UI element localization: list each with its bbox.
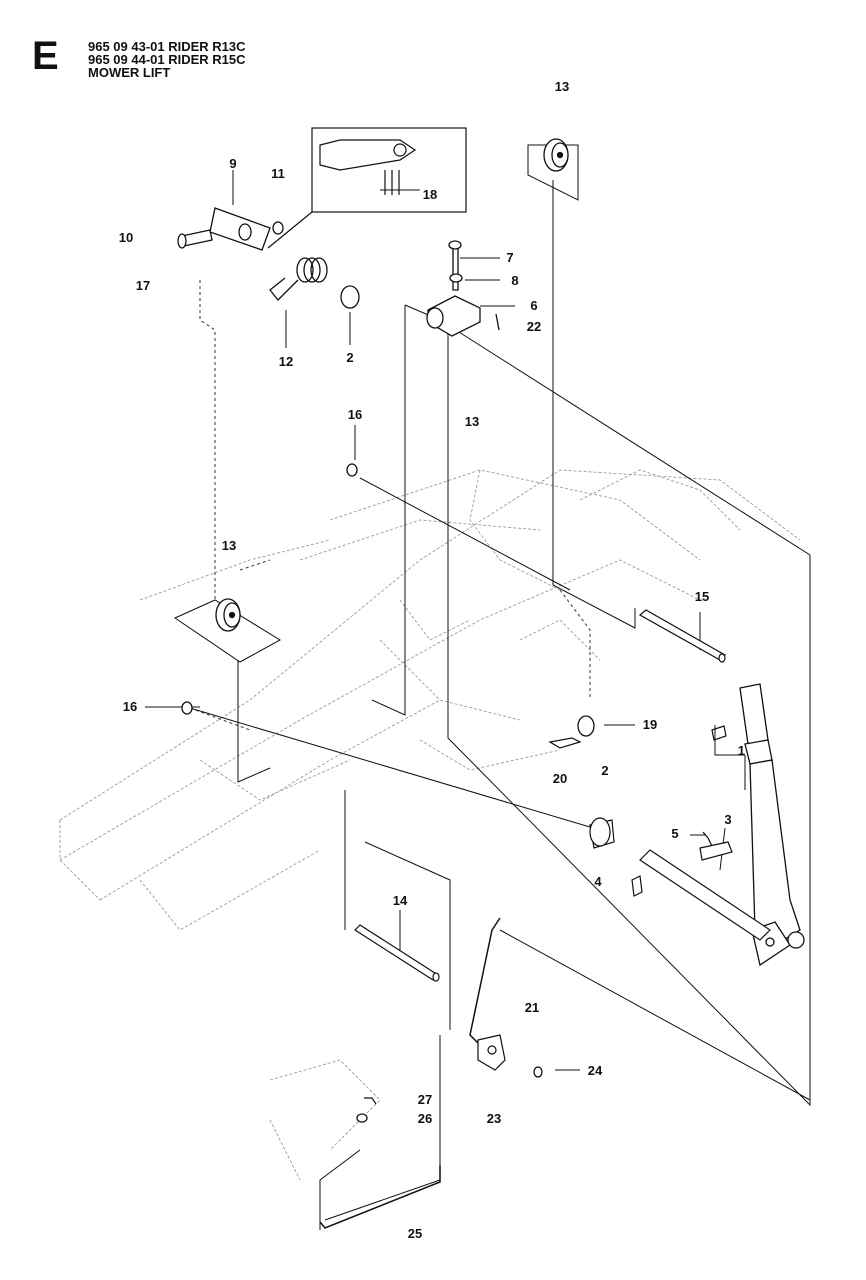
callout-15: 15: [695, 589, 709, 604]
lift-lever-handle: [739, 683, 805, 967]
callout-13: 13: [555, 79, 569, 94]
callout-labels: 1 2 2 3 4 5 6 7 8 9 10 11 12 13 13 13 14…: [119, 79, 745, 1241]
bushings: [181, 285, 595, 1123]
callout-1: 1: [738, 743, 745, 758]
callout-19: 19: [643, 717, 657, 732]
callout-16: 16: [348, 407, 362, 422]
callout-27: 27: [418, 1092, 432, 1107]
callout-13: 13: [222, 538, 236, 553]
callout-2: 2: [346, 350, 353, 365]
callout-24: 24: [588, 1063, 603, 1078]
callout-6: 6: [530, 298, 537, 313]
section-letter: E: [32, 34, 59, 78]
rod-25: [319, 1165, 441, 1229]
callout-11: 11: [271, 166, 285, 181]
callout-26: 26: [418, 1111, 432, 1126]
callout-3: 3: [724, 812, 731, 827]
ghost-chassis-outline: [59, 469, 801, 1181]
model-line-r15c: 965 09 44-01 RIDER R15C: [88, 52, 246, 67]
callout-4: 4: [594, 874, 602, 889]
callout-13: 13: [465, 414, 479, 429]
callout-9: 9: [229, 156, 236, 171]
model-line-r13c: 965 09 43-01 RIDER R13C: [88, 39, 246, 54]
lift-shaft: [589, 817, 771, 941]
link-rod-21: [469, 917, 501, 1046]
callout-20: 20: [553, 771, 567, 786]
diagram-title: MOWER LIFT: [88, 65, 171, 80]
inset-detail-box: [267, 127, 467, 249]
callout-21: 21: [525, 1000, 539, 1015]
callout-14: 14: [393, 893, 408, 908]
callout-22: 22: [527, 319, 541, 334]
callout-23: 23: [487, 1111, 501, 1126]
callout-10: 10: [119, 230, 133, 245]
guide-lines: [145, 144, 811, 1230]
callout-2: 2: [601, 763, 608, 778]
pulley-13: [215, 138, 569, 632]
pin-15: [638, 609, 726, 663]
plate-23: [477, 1034, 506, 1071]
bolt-10: [177, 207, 284, 251]
callout-16: 16: [123, 699, 137, 714]
callout-8: 8: [511, 273, 518, 288]
callout-12: 12: [279, 354, 293, 369]
pin-14: [354, 924, 440, 982]
diagram-header: 965 09 43-01 RIDER R13C 965 09 44-01 RID…: [88, 40, 246, 79]
chain-line: [189, 280, 591, 731]
callout-17: 17: [136, 278, 150, 293]
small-pins: [364, 725, 727, 1105]
callout-18: 18: [423, 187, 437, 202]
callout-5: 5: [671, 826, 678, 841]
spring-11: [269, 257, 328, 301]
bracket-6: [426, 240, 500, 337]
callout-25: 25: [408, 1226, 422, 1241]
callout-7: 7: [506, 250, 513, 265]
